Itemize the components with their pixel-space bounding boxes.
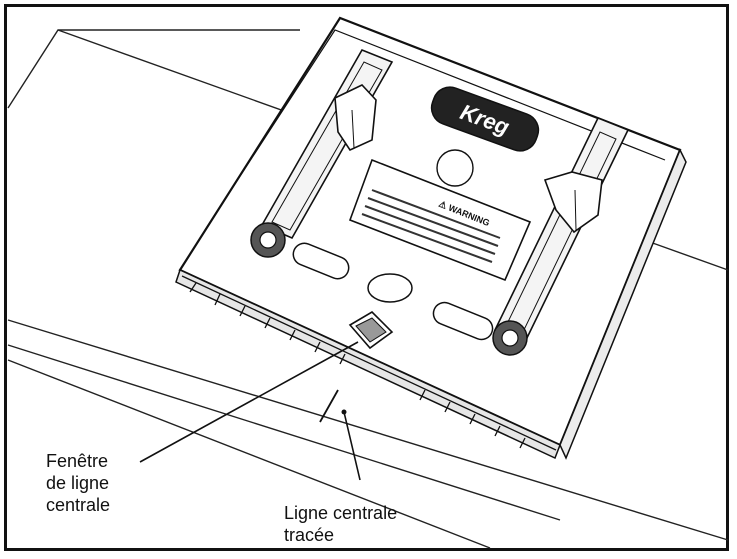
leader-dot [341,409,347,415]
kreg-logo: Kreg [430,86,540,152]
right-knob [492,320,528,356]
leader-lines [139,341,361,481]
center-hole [436,149,474,187]
left-knob [250,222,286,258]
centerline-window-callout: Fenêtre de ligne centrale [46,451,111,515]
right-slide-slot [493,116,630,344]
ruler-scale [181,275,557,451]
centerline-window [348,310,394,350]
warning-label: ⚠ WARNING [348,158,532,282]
traced-centerline-callout: Ligne centrale tracée [284,503,398,545]
lower-oblong-slots [292,242,494,341]
traced-centerline-mark [319,389,339,423]
left-slide-slot [260,48,394,240]
